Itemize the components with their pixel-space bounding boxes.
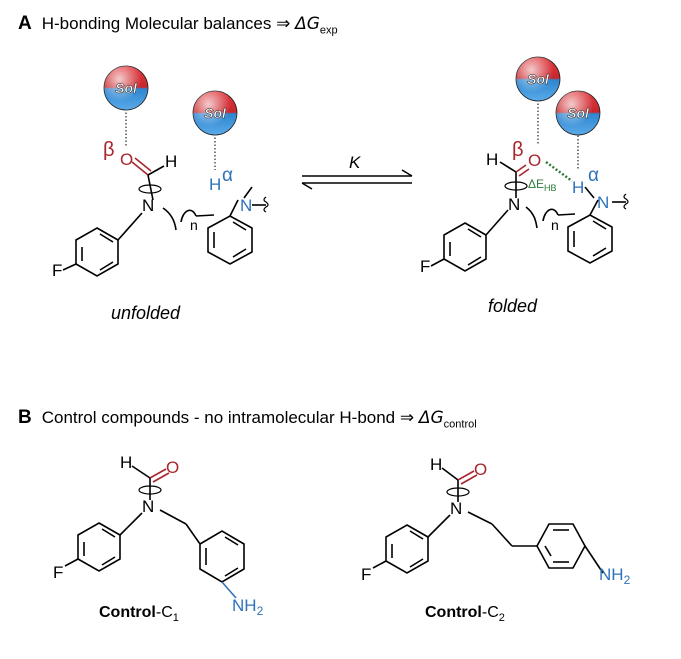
hydrogen-atom: H (430, 455, 442, 474)
equilibrium-arrows (301, 169, 413, 190)
amine-nitrogen: N (597, 193, 609, 212)
amine-hydrogen: H (209, 175, 221, 194)
fluorine-atom: F (420, 257, 430, 276)
section-a-title: H-bonding Molecular balances (41, 14, 272, 33)
control-c1-aniline-ring (199, 530, 245, 583)
section-b-title: Control compounds - no intramolecular H-… (41, 408, 396, 427)
solvent-sphere-beta-unfolded: Sol (103, 65, 149, 111)
alpha-label: α (588, 165, 599, 186)
section-b-heading: B Control compounds - no intramolecular H… (18, 407, 477, 430)
solvent-sphere-beta-folded: Sol (515, 56, 561, 102)
oxygen-atom: O (120, 150, 133, 169)
amine-group: NH2 (599, 565, 631, 587)
chain-n-label: n (190, 217, 198, 233)
fluorine-atom: F (361, 565, 371, 584)
fluorine-atom: F (52, 261, 62, 280)
equilibrium-k: K (349, 153, 361, 172)
beta-label: β (512, 139, 524, 161)
section-b-letter: B (18, 407, 32, 428)
hydrogen-atom: H (120, 453, 132, 472)
unfolded-caption: unfolded (111, 303, 181, 323)
oxygen-atom: O (528, 151, 541, 170)
section-a-letter: A (18, 13, 32, 34)
svg-text:Sol: Sol (204, 105, 227, 121)
hb-energy-label: ΔEHB (528, 177, 557, 193)
chain-n-label: n (551, 217, 559, 233)
solvent-sphere-alpha-folded: Sol (555, 90, 601, 136)
svg-text:Sol: Sol (115, 80, 138, 96)
amine-group: NH2 (232, 596, 264, 618)
hydrogen-atom: H (486, 150, 498, 169)
amine-hydrogen: H (572, 178, 584, 197)
folded-caption: folded (488, 296, 538, 316)
amine-nitrogen: N (240, 196, 252, 215)
implies-arrow: ⇒ (399, 408, 415, 427)
hydrogen-atom: H (165, 152, 177, 171)
delta-g-symbol: ΔG (418, 408, 444, 428)
intramolecular-hbond (545, 160, 573, 183)
implies-arrow: ⇒ (276, 14, 291, 33)
nitrogen-atom: N (450, 499, 462, 518)
control-c2-label: Control-C2 (425, 604, 505, 625)
nitrogen-atom: N (142, 497, 154, 516)
delta-g-subscript: exp (319, 24, 338, 37)
rotation-arrows (138, 181, 528, 497)
delta-g-symbol: ΔG (295, 14, 320, 34)
oxygen-atom: O (474, 460, 487, 479)
control-c1-label: Control-C1 (99, 604, 179, 625)
oxygen-atom: O (166, 458, 179, 477)
solvent-hbonds (125, 100, 579, 170)
fluorine-atom: F (53, 563, 63, 582)
beta-label: β (103, 139, 115, 161)
alpha-label: α (222, 165, 233, 186)
delta-g-subscript: control (443, 418, 477, 431)
svg-text:Sol: Sol (527, 71, 550, 87)
section-a-heading: A H-bonding Molecular balances ⇒ ΔGexp (18, 13, 338, 36)
nitrogen-atom: N (142, 196, 154, 215)
svg-text:Sol: Sol (567, 105, 590, 121)
solvent-sphere-alpha-unfolded: Sol (192, 90, 238, 136)
nitrogen-atom: N (508, 195, 520, 214)
